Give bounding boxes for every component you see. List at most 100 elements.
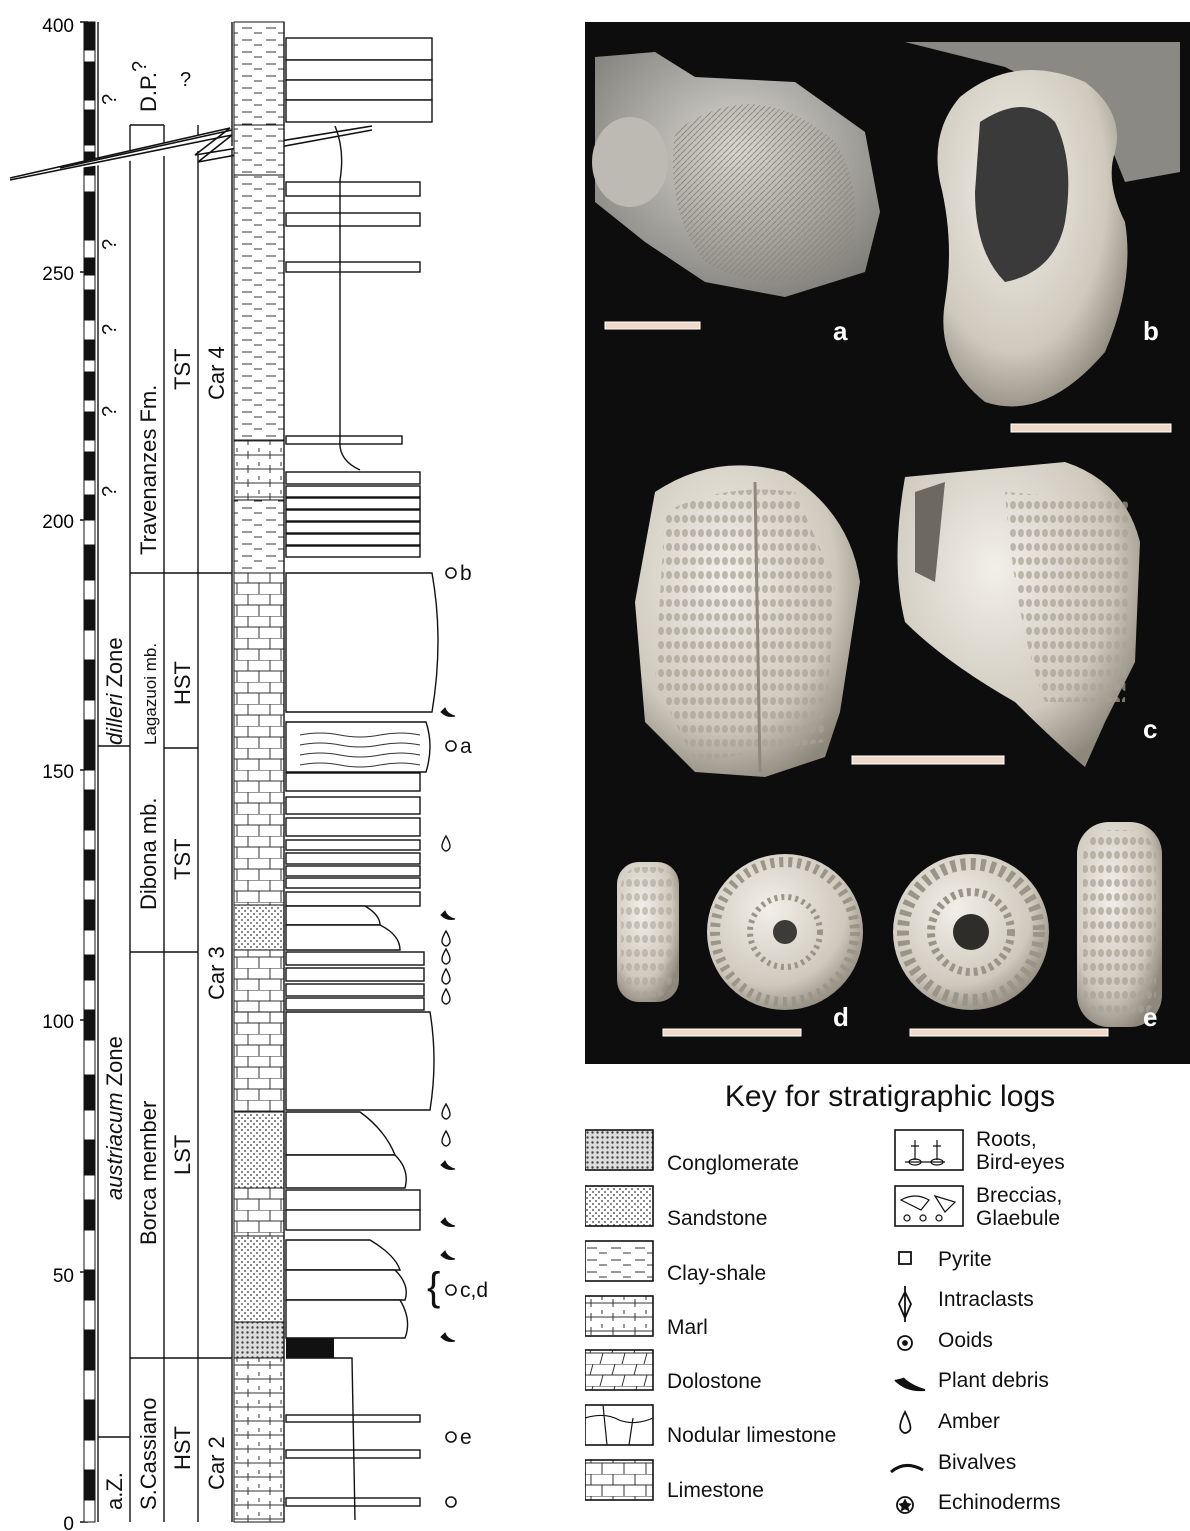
polarity-segment <box>84 100 95 110</box>
bed <box>286 1190 420 1210</box>
amber-symbol <box>442 1104 450 1119</box>
label-d: d <box>833 1002 849 1032</box>
plant-debris-symbol <box>441 708 455 717</box>
bed <box>286 1240 400 1270</box>
polarity-segment <box>84 412 95 440</box>
sequence-car2: Car 2 <box>204 1436 229 1490</box>
lithology-interval <box>234 175 284 440</box>
amber-symbol <box>442 969 450 984</box>
bed <box>286 1012 434 1110</box>
polarity-segment <box>84 660 95 700</box>
bed-profile <box>286 38 438 1520</box>
polarity-segment <box>84 1500 95 1522</box>
sample-e: e <box>446 1426 472 1449</box>
sample-markers: b a { c,d e <box>427 562 488 1507</box>
key-nodular-limestone: Nodular limestone <box>667 1424 836 1448</box>
lithology-interval <box>234 440 284 500</box>
key-sandstone: Sandstone <box>667 1207 767 1231</box>
swatch-nodular-limestone <box>585 1405 653 1445</box>
plant-debris-symbol <box>441 911 455 920</box>
depth-tick-50: 50 <box>53 1266 74 1287</box>
polarity-segment <box>84 700 95 720</box>
bed <box>286 182 420 196</box>
bed <box>286 1112 395 1155</box>
unit-labels: a.Z. austriacum Zone dilleri Zone D.P. S… <box>102 72 229 1510</box>
bed <box>286 1210 420 1230</box>
polarity-segment <box>84 1075 95 1110</box>
svg-text:a: a <box>460 735 472 758</box>
key-dolostone: Dolostone <box>667 1370 762 1394</box>
bed <box>286 573 438 712</box>
bed <box>286 546 420 557</box>
polarity-segment <box>84 1040 95 1075</box>
polarity-segment <box>84 720 95 770</box>
polarity-segment <box>84 495 95 520</box>
lithology-interval <box>234 125 284 175</box>
plant-debris-symbol <box>441 1161 455 1170</box>
svg-text:{: { <box>427 1265 440 1309</box>
swatch-sandstone <box>585 1186 653 1226</box>
bed <box>286 968 424 981</box>
coal-bed <box>286 1338 334 1358</box>
polarity-bar <box>84 22 95 1522</box>
lithology-interval <box>234 1322 284 1358</box>
bed <box>286 1498 420 1506</box>
key-conglomerate: Conglomerate <box>667 1152 799 1176</box>
polarity-segment <box>84 50 95 62</box>
svg-text:?: ? <box>99 486 121 497</box>
lithology-column <box>234 22 284 1522</box>
key-clay-shale: Clay-shale <box>667 1262 766 1286</box>
bivalves-icon <box>891 1465 923 1472</box>
polarity-segment <box>84 1330 95 1370</box>
polarity-segment <box>84 1400 95 1440</box>
polarity-segment <box>84 1440 95 1470</box>
key-limestone: Limestone <box>667 1479 764 1503</box>
bed <box>286 262 420 272</box>
polarity-segment <box>84 240 95 258</box>
bed <box>286 906 380 925</box>
bed <box>286 797 420 814</box>
polarity-segment <box>84 1175 95 1200</box>
lithology-interval <box>234 1236 284 1322</box>
polarity-segment <box>84 110 95 145</box>
sample-cd: { c,d <box>427 1265 488 1309</box>
label-b: b <box>1143 316 1159 346</box>
sample-b: b <box>446 562 472 585</box>
sample-a: a <box>446 735 472 758</box>
bed <box>286 840 420 850</box>
polarity-segment <box>84 320 95 340</box>
polarity-segment <box>84 900 95 930</box>
polarity-segment <box>84 340 95 360</box>
bed <box>286 952 424 965</box>
lithology-interval <box>234 1112 284 1188</box>
svg-text:c,d: c,d <box>460 1279 488 1302</box>
polarity-segment <box>84 175 95 192</box>
lithology-interval <box>234 500 284 573</box>
polarity-segment <box>84 192 95 240</box>
svg-text:?: ? <box>180 69 191 91</box>
polarity-segment <box>84 275 95 290</box>
key-roots: Roots,Bird-eyes <box>976 1128 1065 1174</box>
bed <box>286 80 432 100</box>
tract-hst-lower: HST <box>170 1426 195 1470</box>
formation-lagazuoi: Lagazuoi mb. <box>141 643 160 745</box>
depth-axis: 0 50 100 150 200 250 400 <box>42 16 88 1531</box>
lithology-interval <box>234 1188 284 1236</box>
polarity-segment <box>84 1300 95 1330</box>
label-e: e <box>1143 1002 1157 1032</box>
plant-debris-symbol <box>441 1218 455 1227</box>
profile-line <box>286 1358 355 1520</box>
bed <box>286 522 420 533</box>
swatch-limestone <box>585 1460 653 1500</box>
bed <box>286 510 420 521</box>
polarity-segment <box>84 360 95 372</box>
bed <box>286 100 432 122</box>
formation-scassiano: S.Cassiano <box>136 1397 161 1510</box>
swatch-roots <box>895 1130 963 1170</box>
polarity-segment <box>84 580 95 600</box>
polarity-segment <box>84 440 95 452</box>
bed <box>286 1155 406 1188</box>
swatch-conglomerate <box>585 1130 653 1170</box>
amber-symbol <box>442 949 450 964</box>
polarity-segment <box>84 22 95 50</box>
